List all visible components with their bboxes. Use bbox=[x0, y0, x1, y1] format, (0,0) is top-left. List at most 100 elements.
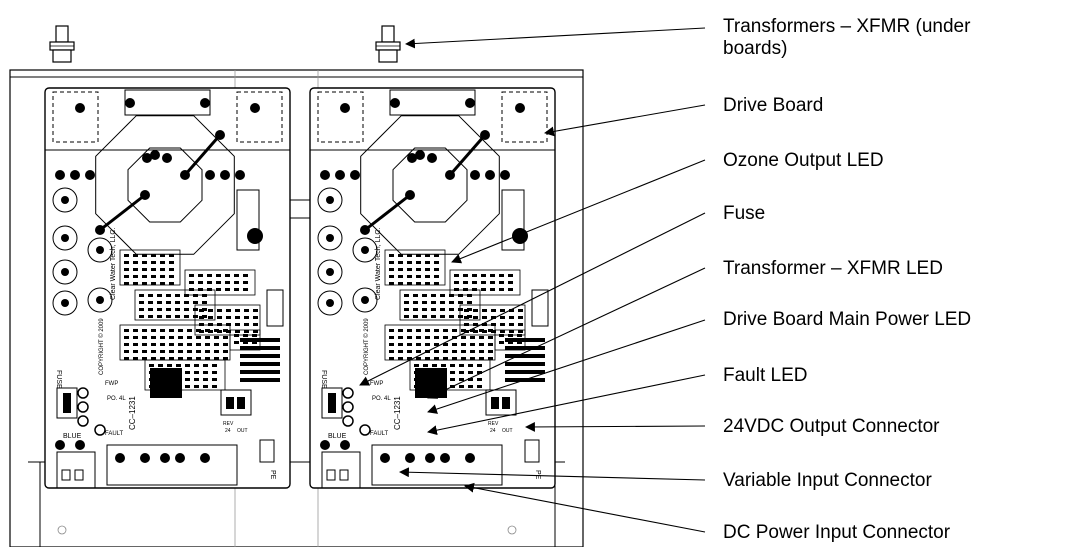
fuse-holder bbox=[321, 387, 343, 419]
callout-drive-board-main-power-led: Drive Board Main Power LED bbox=[723, 309, 972, 330]
terminal bbox=[55, 170, 65, 180]
terminal bbox=[55, 440, 65, 450]
terminal bbox=[320, 170, 330, 180]
silkscreen-fault: FAULT bbox=[105, 431, 124, 437]
silkscreen-part: CC–1231 bbox=[393, 396, 402, 430]
terminal bbox=[150, 150, 160, 160]
silkscreen-blue: BLUE bbox=[63, 433, 82, 440]
connector-pin bbox=[237, 397, 245, 409]
terminal bbox=[415, 150, 425, 160]
inductor-core bbox=[247, 228, 263, 244]
terminal bbox=[140, 190, 150, 200]
label-box bbox=[259, 439, 275, 463]
terminal bbox=[465, 453, 475, 463]
terminal bbox=[440, 453, 450, 463]
screw-hole bbox=[515, 103, 525, 113]
terminal bbox=[95, 225, 105, 235]
inductor-core bbox=[512, 228, 528, 244]
terminal bbox=[360, 225, 370, 235]
capacitor-lead bbox=[326, 299, 334, 307]
screw-hole bbox=[340, 103, 350, 113]
terminal bbox=[427, 153, 437, 163]
callout-variable-input-connector: Variable Input Connector bbox=[723, 470, 932, 491]
capacitor bbox=[317, 290, 343, 316]
arrow-transformers bbox=[405, 27, 706, 49]
capacitor-lead bbox=[61, 268, 69, 276]
callout-fuse: Fuse bbox=[723, 203, 766, 224]
silkscreen-rev: REV bbox=[488, 421, 499, 427]
heat-sink-fin bbox=[505, 354, 545, 358]
capacitor-lead bbox=[61, 299, 69, 307]
terminal bbox=[85, 170, 95, 180]
heat-sink-fin bbox=[240, 354, 280, 358]
circuit-block bbox=[384, 249, 446, 286]
variable-input-connector bbox=[56, 451, 96, 489]
indicator-led bbox=[77, 415, 89, 427]
circuit-block bbox=[409, 359, 491, 391]
connector-pin bbox=[226, 397, 234, 409]
terminal bbox=[350, 170, 360, 180]
silkscreen-blue: BLUE bbox=[328, 433, 347, 440]
circuit-block bbox=[119, 249, 181, 286]
capacitor-lead bbox=[61, 196, 69, 204]
silkscreen-fuse: FUSE bbox=[55, 370, 62, 389]
connector-pin bbox=[491, 397, 499, 409]
capacitor bbox=[317, 187, 343, 213]
connector-pin bbox=[339, 469, 349, 481]
terminal bbox=[335, 170, 345, 180]
circuit-block bbox=[184, 269, 256, 296]
capacitor-lead bbox=[326, 196, 334, 204]
terminal bbox=[405, 190, 415, 200]
terminal bbox=[175, 453, 185, 463]
variable-input-connector bbox=[321, 451, 361, 489]
silkscreen-part: CC–1231 bbox=[128, 396, 137, 430]
heat-sink-fin bbox=[240, 362, 280, 366]
arrow-main-power-led bbox=[427, 319, 706, 414]
silkscreen-out: OUT bbox=[502, 428, 513, 434]
screw-hole bbox=[200, 98, 210, 108]
capacitor bbox=[317, 225, 343, 251]
silkscreen-fault: FAULT bbox=[370, 431, 389, 437]
screw-hole bbox=[75, 103, 85, 113]
terminal bbox=[500, 170, 510, 180]
arrow-drive-board bbox=[544, 104, 706, 137]
top-connector bbox=[124, 89, 211, 116]
main-ic bbox=[150, 368, 182, 398]
indicator-led bbox=[77, 387, 89, 399]
arrow-ozone-led bbox=[451, 159, 706, 264]
dc-power-input-connector bbox=[106, 444, 238, 486]
dc-power-input-connector bbox=[371, 444, 503, 486]
terminal bbox=[220, 170, 230, 180]
terminal bbox=[320, 440, 330, 450]
terminal bbox=[115, 453, 125, 463]
callout-transformers: Transformers – XFMR (under boards) bbox=[723, 16, 970, 60]
heat-sink-fin bbox=[505, 362, 545, 366]
terminal bbox=[180, 170, 190, 180]
connector-pin bbox=[326, 469, 336, 481]
fuse-holder bbox=[56, 387, 78, 419]
callout-drive-board: Drive Board bbox=[723, 95, 824, 116]
top-connector bbox=[389, 89, 476, 116]
silkscreen-pe: PE bbox=[269, 470, 276, 480]
heat-sink-fin bbox=[240, 370, 280, 374]
silkscreen-pos: PO. 4L bbox=[372, 396, 391, 402]
terminal bbox=[142, 153, 152, 163]
capacitor-lead bbox=[326, 234, 334, 242]
callout-24vdc-output-connector: 24VDC Output Connector bbox=[723, 416, 940, 437]
terminal bbox=[75, 440, 85, 450]
capacitor bbox=[52, 187, 78, 213]
terminal bbox=[200, 453, 210, 463]
silkscreen-out: OUT bbox=[237, 428, 248, 434]
screw-hole bbox=[250, 103, 260, 113]
silkscreen-copyright: COPYRIGHT © 2009 bbox=[363, 318, 370, 375]
circuit-block bbox=[144, 359, 226, 391]
heat-sink bbox=[52, 91, 99, 143]
silkscreen-num: 24 bbox=[490, 428, 496, 434]
terminal bbox=[407, 153, 417, 163]
silkscreen-fuse: FUSE bbox=[320, 370, 327, 389]
heat-sink-fin bbox=[505, 338, 545, 342]
main-ic bbox=[415, 368, 447, 398]
indicator-led bbox=[342, 401, 354, 413]
